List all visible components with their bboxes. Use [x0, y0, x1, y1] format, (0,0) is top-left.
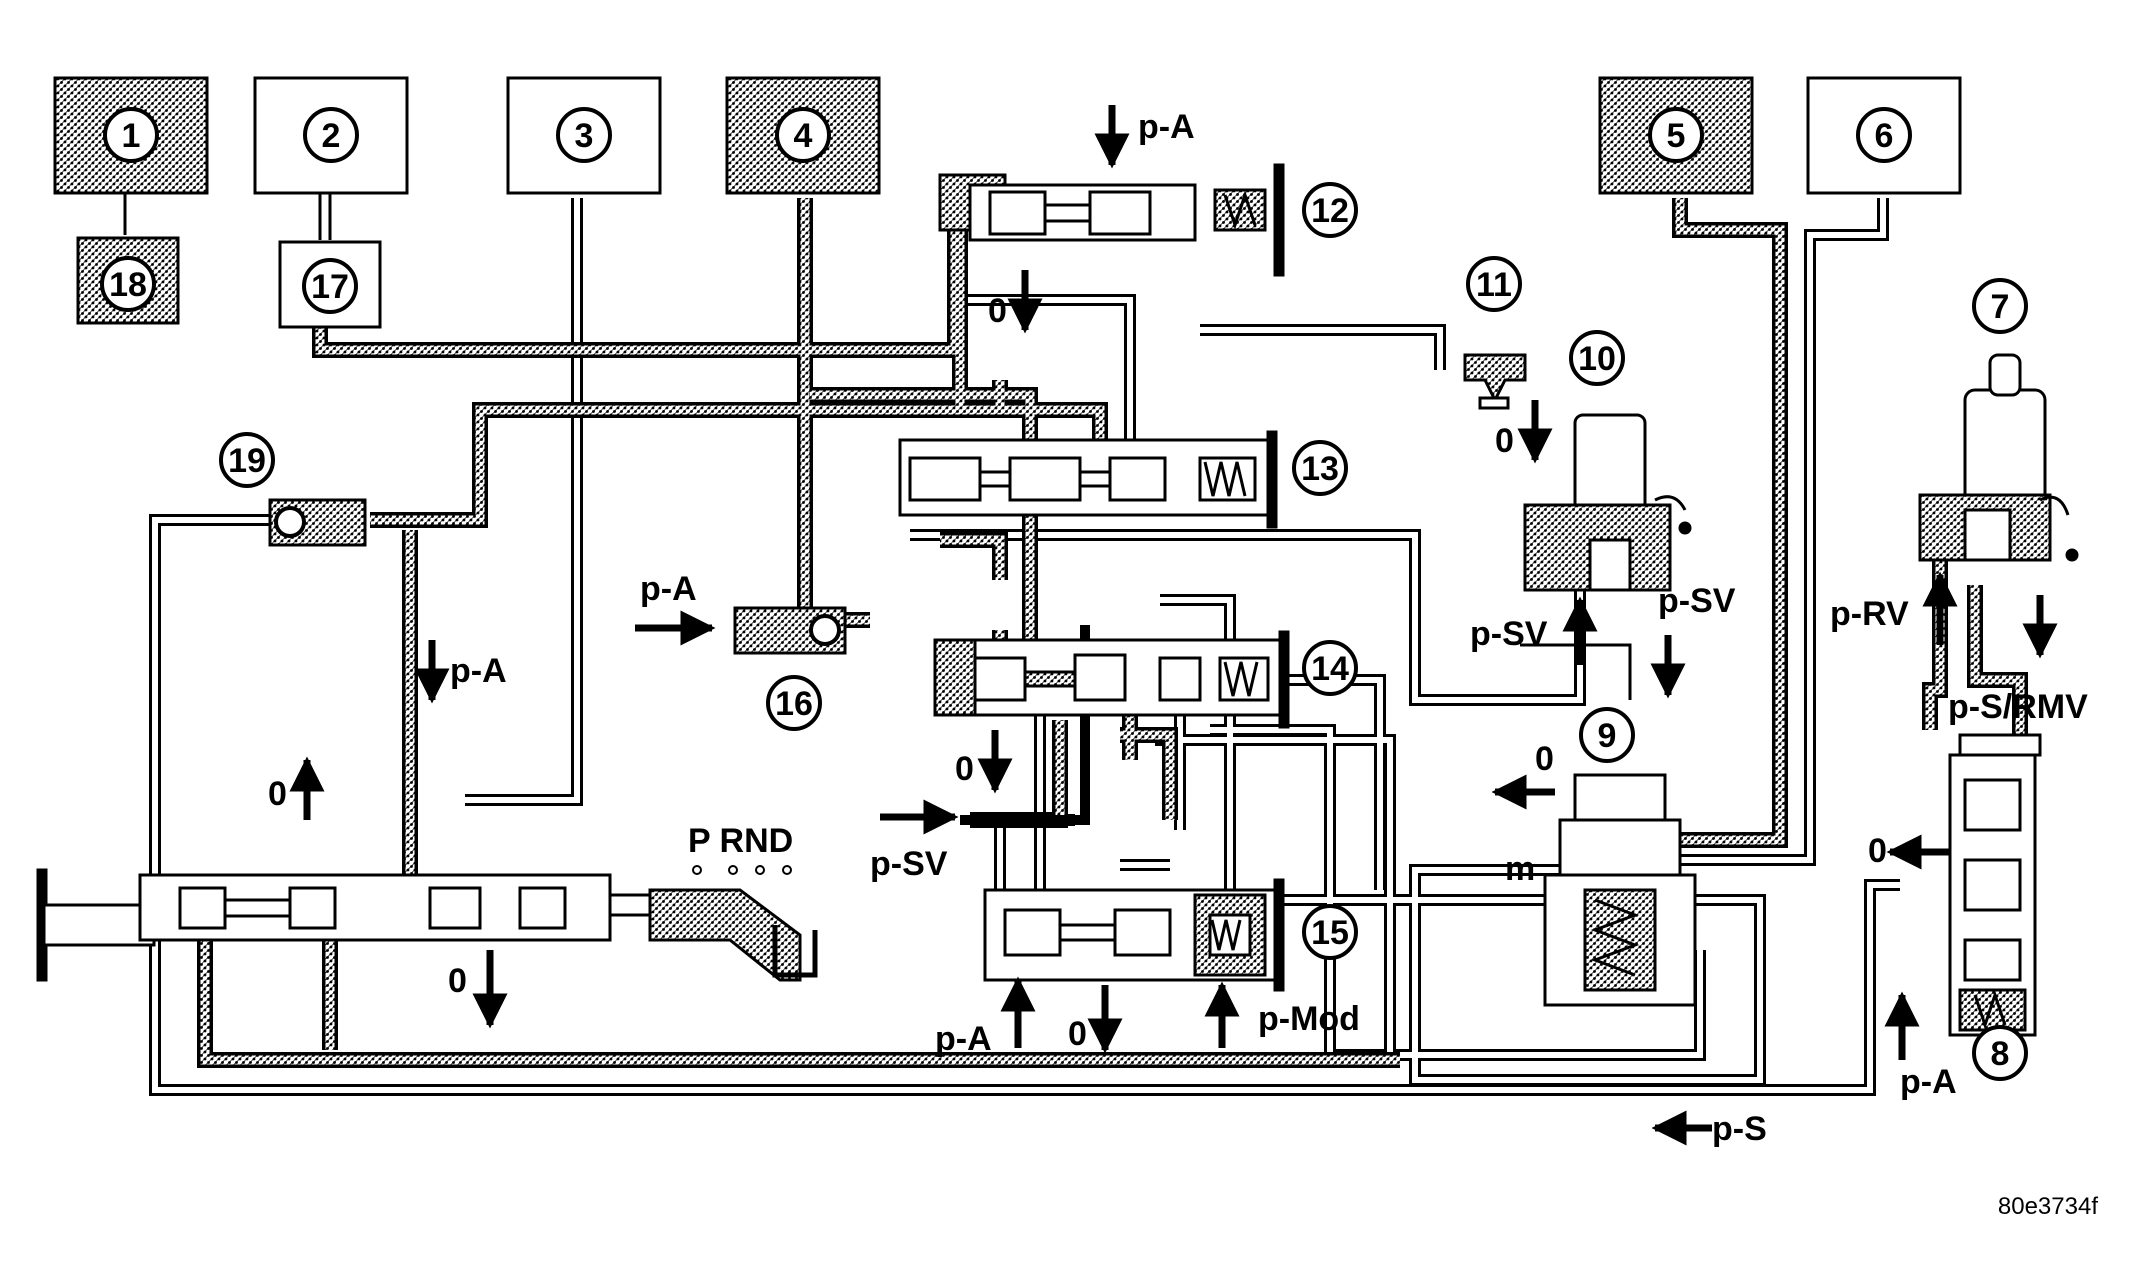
callout-9: 9: [1579, 707, 1635, 763]
callout-5: 5: [1648, 107, 1704, 163]
callout-3: 3: [556, 107, 612, 163]
label-zero-14: 0: [955, 750, 974, 788]
valve-8: [1948, 733, 2042, 1037]
callout-2: 2: [303, 107, 359, 163]
label-pS-RMV: p-S/RMV: [1948, 688, 2088, 726]
label-m: m: [1505, 850, 1535, 888]
svg-text:1: 1: [122, 117, 141, 155]
valve-16: [733, 606, 847, 655]
label-zero-8: 0: [1868, 832, 1887, 870]
manual-selector-valve: [36, 868, 818, 982]
label-zero-12: 0: [988, 292, 1007, 330]
callout-10: 10: [1569, 330, 1625, 386]
label-pSV-10: p-SV: [1470, 615, 1548, 653]
svg-text:18: 18: [109, 266, 147, 304]
svg-text:6: 6: [1875, 117, 1894, 155]
callout-17: 17: [302, 258, 358, 314]
callout-1: 1: [103, 107, 159, 163]
figure-id: 80e3734f: [1998, 1193, 2098, 1220]
svg-text:17: 17: [311, 268, 349, 306]
svg-text:5: 5: [1667, 117, 1686, 155]
valves: [36, 163, 2079, 1037]
label-pSV-right: p-SV: [1658, 582, 1736, 620]
callout-circles: 1 2 3 4 5 6 7 8 9 10 11 12 13 14 15 16 1…: [100, 107, 2028, 1081]
valve-7: [1918, 353, 2079, 562]
label-pA-top: p-A: [1138, 108, 1195, 146]
label-pS: p-S: [1712, 1110, 1767, 1148]
valve-9: [1543, 773, 1697, 1007]
callout-11: 11: [1466, 256, 1522, 312]
svg-text:15: 15: [1311, 914, 1349, 952]
svg-text:19: 19: [228, 442, 266, 480]
label-zero-19: 0: [268, 775, 287, 813]
valve-10: [1523, 413, 1692, 592]
valve-19: [268, 498, 367, 547]
svg-text:12: 12: [1311, 192, 1349, 230]
label-pA-16: p-A: [640, 570, 697, 608]
gear-position-dots: [692, 865, 792, 875]
callout-15: 15: [1302, 904, 1358, 960]
valve-13: [898, 430, 1278, 529]
svg-text:14: 14: [1311, 650, 1349, 688]
label-zero-9: 0: [1535, 740, 1554, 778]
label-pMod: p-Mod: [1258, 1000, 1360, 1038]
label-gear-range: P RND: [688, 822, 793, 860]
label-zero-sel: 0: [448, 962, 467, 1000]
valve-14: [933, 630, 1290, 729]
valve-15: [983, 878, 1285, 992]
svg-text:13: 13: [1301, 450, 1339, 488]
svg-text:9: 9: [1598, 717, 1617, 755]
label-pA-left: p-A: [450, 652, 507, 690]
callout-13: 13: [1292, 440, 1348, 496]
callout-19: 19: [219, 432, 275, 488]
callout-4: 4: [775, 107, 831, 163]
svg-text:16: 16: [775, 685, 813, 723]
label-zero-10: 0: [1495, 422, 1514, 460]
labels: p-A 0 0 p-A p-A 0 0 P RND 0 p-SV p-A 0 p…: [268, 108, 2098, 1220]
svg-text:3: 3: [575, 117, 594, 155]
callout-18: 18: [100, 256, 156, 312]
svg-text:8: 8: [1991, 1035, 2010, 1073]
callout-16: 16: [766, 675, 822, 731]
svg-text:2: 2: [322, 117, 341, 155]
label-pSV-left: p-SV: [870, 845, 948, 883]
label-pA-8: p-A: [1900, 1063, 1957, 1101]
svg-text:7: 7: [1991, 288, 2010, 326]
label-pA-15: p-A: [935, 1020, 992, 1058]
box-4: [725, 76, 881, 195]
label-pRV: p-RV: [1830, 595, 1909, 633]
svg-text:11: 11: [1476, 266, 1512, 304]
svg-text:10: 10: [1578, 340, 1616, 378]
callout-12: 12: [1302, 182, 1358, 238]
callout-14: 14: [1302, 640, 1358, 696]
valve-12: [938, 163, 1285, 277]
valve-11: [1463, 353, 1527, 410]
svg-text:4: 4: [794, 117, 813, 155]
callout-6: 6: [1856, 107, 1912, 163]
callout-7: 7: [1972, 278, 2028, 334]
arrows: [289, 105, 2058, 1146]
label-zero-15: 0: [1068, 1015, 1087, 1053]
callout-8: 8: [1972, 1025, 2028, 1081]
